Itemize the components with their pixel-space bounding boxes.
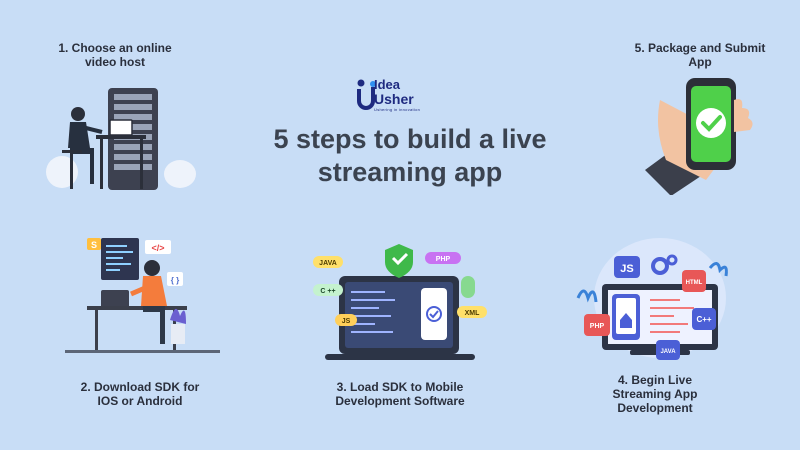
cpp-tag-text: C ++ — [320, 288, 335, 295]
step-3-label: 3. Load SDK to Mobile Development Softwa… — [310, 380, 490, 408]
plant-icon — [170, 308, 186, 324]
page-title: 5 steps to build a live streaming app — [220, 123, 600, 189]
step-4-line-1: 4. Begin Live — [617, 373, 693, 387]
idea-usher-logo: Idea Usher Ushering in innovation — [356, 78, 452, 118]
floor-line — [65, 350, 220, 353]
phone-mock-icon — [421, 288, 447, 340]
logo-word-idea: Idea — [374, 77, 401, 92]
step-5-label: 5. Package and Submit App — [605, 41, 795, 69]
cpp-tag-icon — [313, 284, 343, 296]
step-1-line-2: video host — [84, 55, 145, 69]
php-tag-icon — [425, 252, 461, 264]
lock-icon — [461, 276, 475, 298]
php-badge-icon — [584, 314, 610, 336]
step-3-line-1: 3. Load SDK to Mobile — [336, 380, 464, 394]
java-badge-text: JAVA — [660, 349, 676, 355]
xml-tag-icon — [457, 306, 487, 318]
desk-icon — [87, 306, 187, 310]
chair-icon — [62, 150, 82, 153]
js-tag-icon — [335, 314, 357, 326]
step-4-line-2: Streaming App — [612, 387, 698, 401]
title-line-1: 5 steps to build a live — [273, 124, 547, 154]
js-tag-text: JS — [342, 318, 351, 325]
gear-icon — [651, 257, 669, 275]
braces-tag-icon — [167, 272, 183, 286]
code-tag-icon — [145, 240, 171, 254]
title-line-2: streaming app — [317, 157, 503, 187]
js-badge-icon — [614, 256, 640, 278]
step-2-line-1: 2. Download SDK for — [80, 380, 200, 394]
braces-tag-text: { } — [171, 276, 179, 285]
s-tag-text: S — [91, 240, 97, 250]
s-tag-icon — [87, 238, 101, 250]
server-host-illustration — [46, 88, 196, 190]
developer-body-icon — [141, 276, 167, 306]
js-badge-text: JS — [620, 263, 633, 275]
step-5-line-1: 5. Package and Submit — [634, 41, 766, 55]
bush-right-icon — [164, 160, 196, 188]
step-5-line-2: App — [688, 55, 712, 69]
person-body-icon — [68, 122, 90, 148]
java-tag-icon — [313, 256, 343, 268]
step-4-line-3: Development — [617, 401, 693, 415]
java-badge-icon — [656, 340, 680, 360]
java-tag-text: JAVA — [319, 260, 337, 267]
logo-word-usher: Usher — [374, 91, 414, 107]
step-4-label: 4. Begin Live Streaming App Development — [575, 373, 735, 415]
checkmark-icon — [696, 108, 726, 138]
person-head-icon — [71, 107, 85, 121]
desk-icon — [96, 135, 146, 139]
step-2-line-2: IOS or Android — [97, 394, 183, 408]
phone-submit-illustration — [645, 78, 753, 195]
gear-small-icon — [666, 254, 678, 266]
download-sdk-illustration: S </> { } — [65, 238, 220, 353]
code-tag-text: </> — [151, 243, 164, 253]
laptop-icon — [101, 290, 129, 308]
php-tag-text: PHP — [436, 256, 451, 263]
step-1-line-1: 1. Choose an online — [58, 41, 172, 55]
home-icon — [620, 313, 632, 328]
sleeve-icon — [645, 148, 701, 195]
logo-mark-icon — [357, 79, 376, 110]
step-1-label: 1. Choose an online video host — [30, 41, 200, 69]
laptop-base-icon — [325, 354, 475, 360]
cpp-badge-text: C++ — [696, 315, 711, 324]
laptop-icon — [109, 119, 133, 136]
leaf-left-icon — [576, 289, 598, 303]
app-development-illustration: JS HTML C++ PHP JAVA — [576, 238, 728, 360]
logo-tagline: Ushering in innovation — [374, 107, 421, 112]
html-badge-text: HTML — [686, 280, 703, 286]
leaf-right-icon — [708, 262, 728, 277]
developer-head-icon — [144, 260, 160, 276]
step-2-label: 2. Download SDK for IOS or Android — [55, 380, 225, 408]
php-badge-text: PHP — [590, 323, 605, 330]
load-sdk-illustration: JAVA PHP C ++ JS XML — [313, 244, 487, 360]
xml-tag-text: XML — [465, 310, 481, 317]
html-badge-icon — [682, 270, 706, 292]
cpp-badge-icon — [692, 308, 716, 330]
step-3-line-2: Development Software — [335, 394, 465, 408]
bush-left-icon — [46, 156, 78, 188]
